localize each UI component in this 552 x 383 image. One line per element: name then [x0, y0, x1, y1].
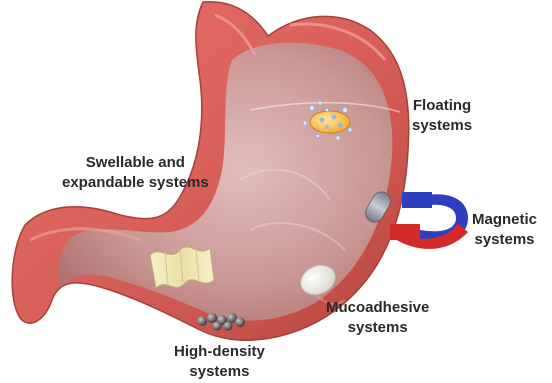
label-high-density-line2: systems [174, 362, 265, 382]
label-mucoadhesive-line2: systems [326, 318, 429, 338]
label-swellable-systems: Swellable and expandable systems [62, 153, 209, 193]
label-magnetic-systems: Magnetic systems [472, 210, 537, 250]
label-mucoadhesive-line1: Mucoadhesive [326, 298, 429, 318]
label-swellable-line1: Swellable and [62, 153, 209, 173]
label-floating-line2: systems [412, 116, 472, 136]
floating-tablet [310, 111, 350, 133]
label-high-density-systems: High-density systems [174, 342, 265, 382]
label-magnetic-line2: systems [472, 230, 537, 250]
label-high-density-line1: High-density [174, 342, 265, 362]
label-floating-systems: Floating systems [412, 96, 472, 136]
label-magnetic-line1: Magnetic [472, 210, 537, 230]
label-swellable-line2: expandable systems [62, 173, 209, 193]
swellable-wafer [150, 247, 214, 288]
label-mucoadhesive-systems: Mucoadhesive systems [326, 298, 429, 338]
label-floating-line1: Floating [412, 96, 472, 116]
